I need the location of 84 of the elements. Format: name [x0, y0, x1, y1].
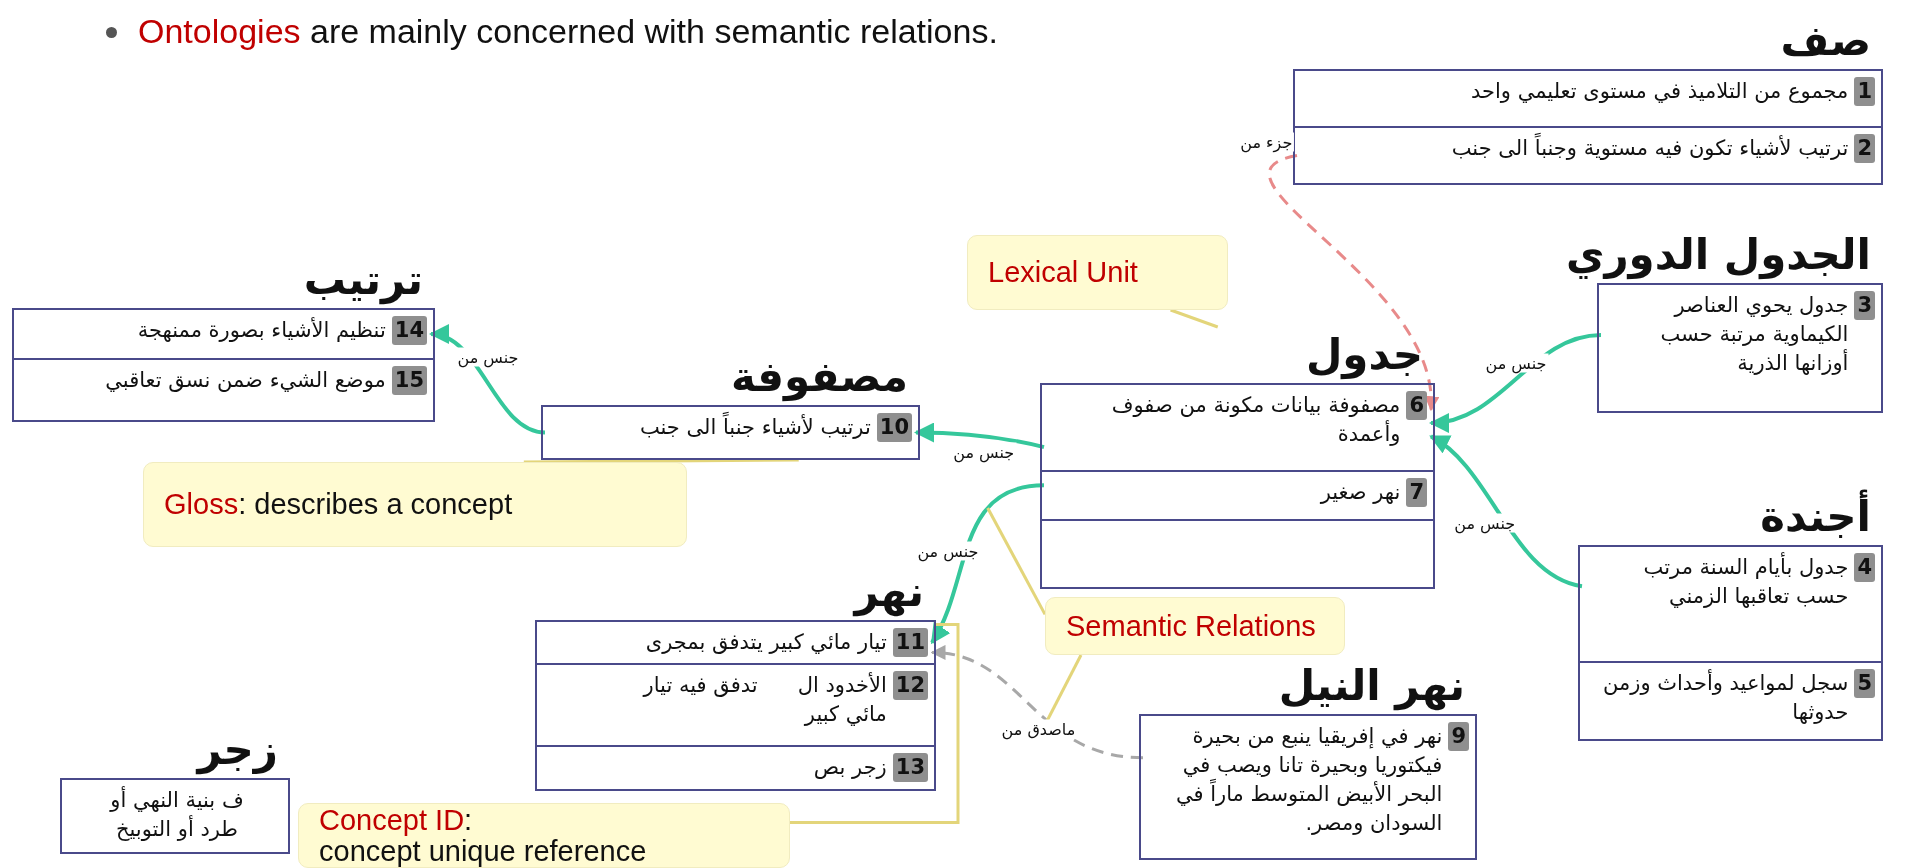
sense-row: [12, 308, 435, 360]
callout-bubble: [143, 462, 687, 547]
concept-heading: الجدول الدوري: [1565, 229, 1872, 282]
gloss-text: مائي كبير: [804, 701, 887, 728]
callout-bubble: [1045, 597, 1345, 655]
callout-text: Lexical Unit: [988, 257, 1139, 288]
number-badge: 5: [1854, 669, 1875, 698]
callout-bubble: [967, 235, 1228, 310]
sense-row: [1293, 126, 1883, 185]
concept-heading: جدول: [1305, 329, 1424, 382]
sense-row: [1040, 383, 1435, 472]
concept-heading: مصفوفة: [731, 351, 909, 404]
gloss-text: تنظيم الأشياء بصورة ممنهجة: [137, 316, 386, 344]
gloss-text: سجل لمواعيد وأحداث وزمن حدوثها: [1602, 669, 1849, 726]
gloss-text: طرد أو التوبيخ: [115, 815, 239, 843]
edge-label: جنس من: [1452, 513, 1518, 533]
sense-row: [12, 358, 435, 422]
callout-text: Gloss: describes a concept: [164, 489, 514, 520]
number-badge: 10: [876, 413, 912, 442]
number-badge: 7: [1406, 478, 1427, 507]
concept-heading: ترتيب: [303, 254, 424, 307]
gloss-text: الأخدود ال: [797, 671, 887, 699]
gloss-text: مجموع من التلاميذ في مستوى تعليمي واحد: [1471, 78, 1849, 105]
relation-arrow: [1429, 333, 1602, 432]
number-badge: 2: [1854, 134, 1875, 163]
leader-line: [986, 507, 1047, 616]
number-badge: 3: [1854, 291, 1875, 320]
relation-arrow: [1268, 154, 1438, 412]
gloss-text: زجر بص: [813, 754, 887, 781]
title-text: Ontologies are mainly concerned with semantic relations.: [100, 10, 998, 52]
relation-arrow: [930, 483, 1045, 645]
relation-arrow: [914, 422, 1045, 450]
gloss-text: موضع الشيء ضمن نسق تعاقبي: [105, 367, 386, 394]
number-badge: 13: [892, 753, 928, 782]
concept-heading: زجر: [197, 724, 279, 777]
sense-row: [1578, 661, 1883, 741]
number-badge: 15: [391, 366, 427, 395]
callout-text: concept unique reference: [319, 835, 648, 867]
number-badge: 6: [1406, 391, 1427, 420]
gloss-text: ترتيب لأشياء جنباً الى جنب: [639, 413, 871, 442]
gloss-text: تيار مائي كبير يتدفق بمجرى: [645, 629, 887, 656]
edge-label: جنس من: [951, 442, 1017, 462]
gloss-text: جدول بأيام السنة مرتب حسب تعاقبها الزمني: [1590, 553, 1849, 611]
sense-row: [541, 405, 920, 460]
sense-row: [535, 620, 936, 665]
leader-line: [523, 458, 799, 464]
callout-text: Concept ID:: [319, 804, 474, 836]
gloss-text: جدول يحوي العناصر الكيماوية مرتبة حسب أوزانها الذرية: [1659, 292, 1849, 377]
edge-label: جنس من: [1483, 353, 1549, 373]
concept-heading: أجندة: [1760, 489, 1883, 545]
relation-arrow: [1429, 434, 1583, 589]
sense-row: [1139, 714, 1477, 860]
number-badge: 14: [391, 316, 427, 345]
gloss-text: نهر في إفريقيا ينبع من بحيرة فيكتوريا وبحيرة تانا ويصب في البحر الأبيض المتوسط ماراً في السودان ومصر.: [1175, 723, 1443, 837]
sense-row: [1040, 519, 1435, 589]
gloss-text: تدفق فيه تيار: [643, 672, 758, 699]
leader-line: [1045, 654, 1083, 722]
gloss-text: نهر صغير: [1320, 479, 1401, 506]
sense-row: [535, 663, 936, 747]
number-badge: 4: [1854, 553, 1875, 582]
edge-label: جنس من: [915, 541, 981, 561]
sense-row: [535, 745, 936, 791]
sense-row: [1578, 545, 1883, 663]
leader-line: [790, 623, 960, 824]
sense-row: [1293, 69, 1883, 128]
sense-row: [1597, 283, 1883, 413]
relation-arrow: [930, 646, 1144, 760]
gloss-text: مصفوفة بيانات مكونة من صفوف وأعمدة: [1110, 392, 1401, 448]
gloss-text: ترتيب لأشياء تكون فيه مستوية وجنباً الى جنب: [1451, 134, 1849, 163]
concept-heading: نهر النيل: [1278, 660, 1466, 713]
number-badge: 9: [1448, 722, 1469, 751]
concept-heading: نهر: [854, 566, 925, 619]
leader-line: [1170, 308, 1219, 329]
number-badge: 1: [1854, 77, 1875, 106]
concept-heading: صف: [1780, 15, 1872, 67]
sense-row: [1040, 470, 1435, 521]
sense-row: [60, 778, 290, 854]
callout-text: Semantic Relations: [1066, 610, 1317, 642]
edge-label: جنس من: [455, 347, 521, 367]
number-badge: 12: [892, 671, 928, 700]
edge-label: جزء من: [1238, 132, 1295, 152]
callout-bubble: [298, 803, 790, 868]
number-badge: 11: [892, 628, 928, 657]
gloss-text: ف بنية النهي أو: [110, 786, 244, 814]
